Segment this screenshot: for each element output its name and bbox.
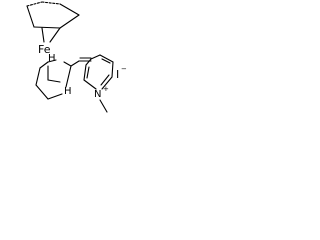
hydrogen-label-top: H <box>48 53 56 64</box>
n-methyl-bond <box>99 99 108 113</box>
upper-ring-to-iron-bonds <box>41 27 61 43</box>
structure-diagram <box>26 1 114 113</box>
hydrogen-label-bottom: H <box>64 86 72 97</box>
upper-cyclopentadienyl-ring <box>26 1 80 29</box>
nitrogen-atom-label: N <box>94 89 102 100</box>
iodide-charge: − <box>121 65 127 73</box>
lower-cyclopentadienyl-ring <box>35 59 72 100</box>
iodide-ion-label: I <box>116 68 120 81</box>
pyridinium-ring <box>83 54 114 90</box>
nitrogen-charge: + <box>103 85 109 93</box>
iron-atom-label: Fe <box>38 43 51 56</box>
